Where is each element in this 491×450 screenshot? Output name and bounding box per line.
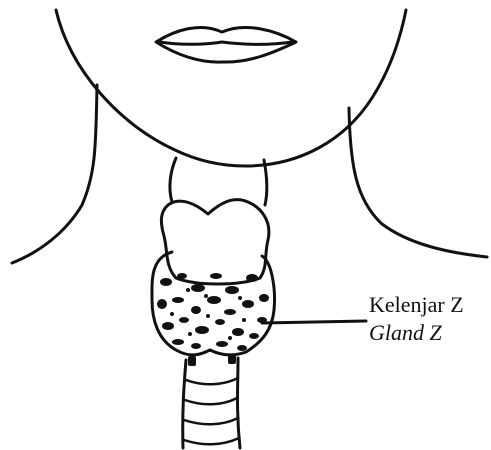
gland-z-label: Kelenjar Z Gland Z [369, 291, 487, 347]
gland-z-label-english: Gland Z [369, 319, 487, 347]
face-outline [56, 10, 406, 166]
larynx-left [170, 158, 176, 202]
right-neck-shoulder [349, 108, 487, 257]
thyroid-cartilage [161, 200, 269, 284]
left-neck-shoulder [12, 85, 97, 263]
trachea-left [183, 360, 186, 448]
gland-z-label-indonesian: Kelenjar Z [369, 291, 487, 319]
lips [156, 27, 296, 62]
larynx-right [264, 160, 267, 205]
gland-z-pointer-line [262, 321, 366, 323]
tracheal-rings [184, 378, 239, 444]
trachea-right [238, 358, 241, 448]
